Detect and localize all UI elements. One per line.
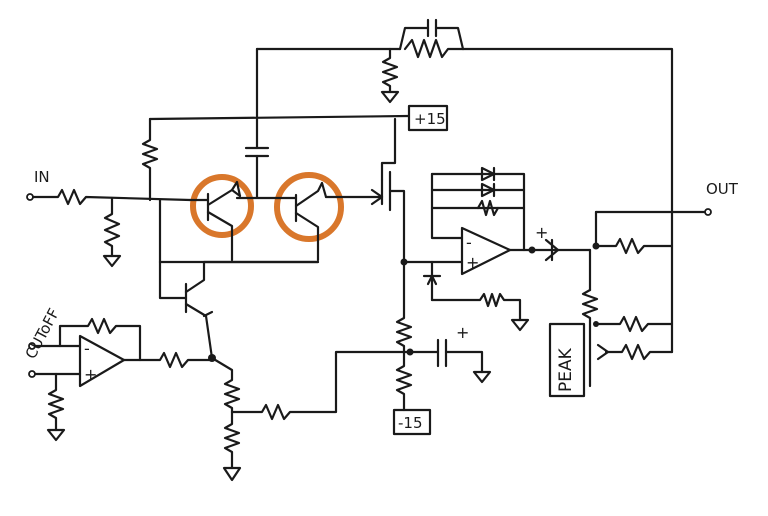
- op-amp-icon: [78, 334, 126, 388]
- pos-supply-label: +15: [414, 110, 446, 128]
- peak-box: [548, 322, 586, 398]
- opamp-minus: -: [466, 233, 472, 252]
- ground-icon: [102, 254, 122, 268]
- pos-supply-box: [407, 104, 449, 132]
- peak-opamp: - + +: [402, 166, 592, 332]
- peak-label: PEAK: [556, 347, 576, 392]
- center-column: -15 +: [380, 170, 492, 436]
- zener-icon: [422, 274, 442, 286]
- cutoff-stage: CUToFF - +: [22, 260, 406, 482]
- ground-icon: [46, 428, 66, 442]
- ground-icon: [380, 90, 400, 104]
- diode-icon: [480, 182, 496, 198]
- opamp-plus: +: [466, 253, 479, 272]
- cutoff-opamp-minus: -: [84, 339, 90, 358]
- input-stage: IN: [26, 117, 192, 268]
- output-plus: +: [535, 223, 548, 242]
- cutoff-label: CUToFF: [22, 305, 63, 362]
- cap-polarity-plus: +: [456, 323, 469, 342]
- transistor-pair: [158, 172, 384, 264]
- neg-supply-box: [392, 408, 432, 436]
- neg-supply-label: -15: [398, 414, 423, 432]
- ground-icon: [222, 466, 242, 482]
- top-feedback-path: [244, 18, 674, 354]
- op-amp-icon: [460, 226, 512, 276]
- output-section: OUT PEAK: [548, 180, 739, 398]
- highlight-ring-right: [274, 172, 344, 242]
- output-label: OUT: [706, 180, 739, 198]
- highlight-ring-left: [190, 174, 254, 238]
- cutoff-opamp-plus: +: [84, 365, 97, 384]
- pot-wiper-icon: [596, 343, 610, 361]
- positive-supply: +15: [148, 104, 449, 182]
- input-label: IN: [34, 168, 50, 186]
- ground-icon: [472, 370, 492, 384]
- diode-icon: [480, 166, 496, 182]
- cutoff-terminal-2: [28, 370, 36, 378]
- capacitor-icon: [244, 146, 270, 158]
- ground-icon: [510, 318, 530, 332]
- resistor-icon: [476, 199, 500, 217]
- output-terminal: [704, 208, 712, 216]
